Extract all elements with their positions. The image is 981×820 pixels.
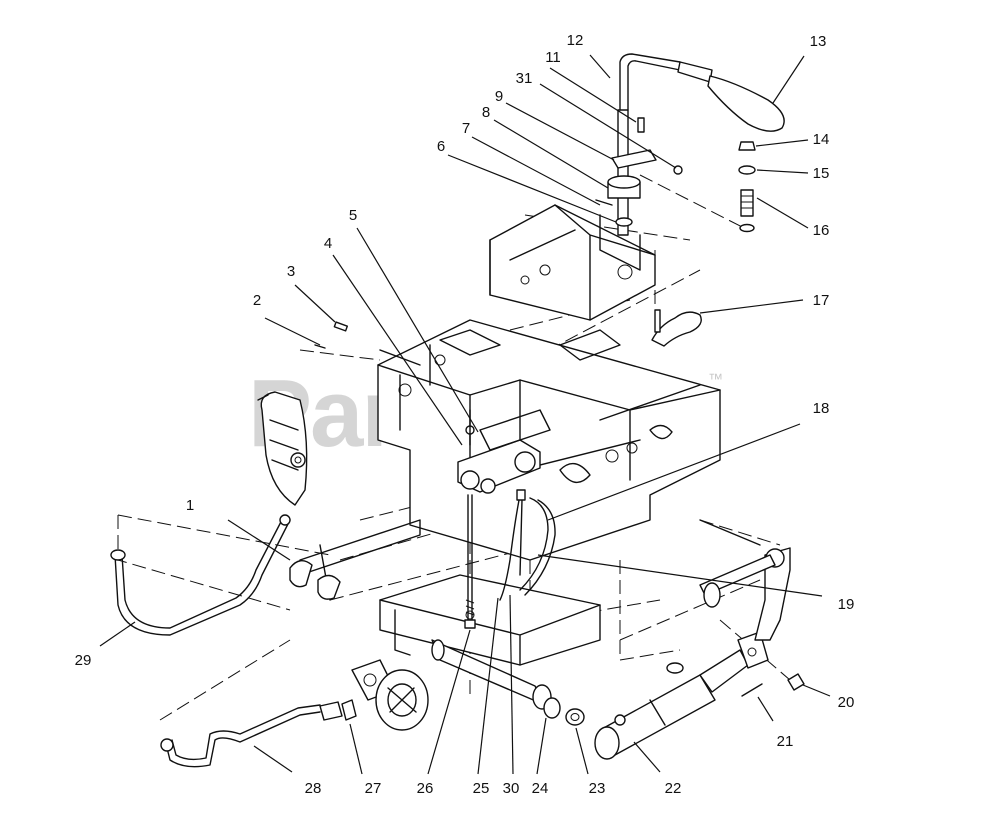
callout-26: 26 <box>417 780 434 797</box>
callout-29: 29 <box>75 652 92 669</box>
center-linkage <box>457 409 551 494</box>
curved-link <box>651 309 702 347</box>
callout-30: 30 <box>503 780 520 797</box>
cables <box>499 489 556 601</box>
left-pump <box>257 391 308 506</box>
callout-5: 5 <box>349 207 357 224</box>
small-hardware <box>314 321 421 366</box>
upper-bracket <box>489 204 656 321</box>
right-linkage-arm <box>699 519 805 697</box>
callout-15: 15 <box>813 165 830 182</box>
callout-1: 1 <box>186 497 194 514</box>
callout-21: 21 <box>777 733 794 750</box>
callout-6: 6 <box>437 138 445 155</box>
watermark-trademark: ™ <box>708 371 723 388</box>
callout-4: 4 <box>324 235 332 252</box>
callout-7: 7 <box>462 120 470 137</box>
callout-27: 27 <box>365 780 382 797</box>
callout-22: 22 <box>665 780 682 797</box>
leader-lines <box>99 54 831 775</box>
valve-body <box>351 659 429 731</box>
shift-lever <box>619 53 785 132</box>
callout-12: 12 <box>567 32 584 49</box>
lower-tube <box>160 699 357 768</box>
hydraulic-tubes <box>110 514 341 636</box>
callout-20: 20 <box>838 694 855 711</box>
vertical-bolts <box>464 494 476 629</box>
callout-2: 2 <box>253 292 261 309</box>
callout-18: 18 <box>813 400 830 417</box>
callout-31: 31 <box>516 70 533 87</box>
axle-rod <box>431 639 585 726</box>
callout-11: 11 <box>545 49 561 66</box>
callout-3: 3 <box>287 263 295 280</box>
shaft-stack <box>595 109 683 236</box>
callout-24: 24 <box>532 780 549 797</box>
callout-19: 19 <box>838 596 855 613</box>
callout-8: 8 <box>482 104 490 121</box>
callout-14: 14 <box>813 131 830 148</box>
callout-9: 9 <box>495 88 503 105</box>
callout-25: 25 <box>473 780 490 797</box>
callout-labels: 1 2 3 4 5 6 7 8 9 11 12 13 14 15 16 17 1… <box>75 32 855 797</box>
callout-16: 16 <box>813 222 830 239</box>
callout-28: 28 <box>305 780 322 797</box>
callout-13: 13 <box>810 33 827 50</box>
callout-23: 23 <box>589 780 606 797</box>
main-frame <box>377 319 721 561</box>
hydraulic-cylinder <box>594 631 769 760</box>
spring-hardware <box>738 141 756 233</box>
callout-17: 17 <box>813 292 830 309</box>
